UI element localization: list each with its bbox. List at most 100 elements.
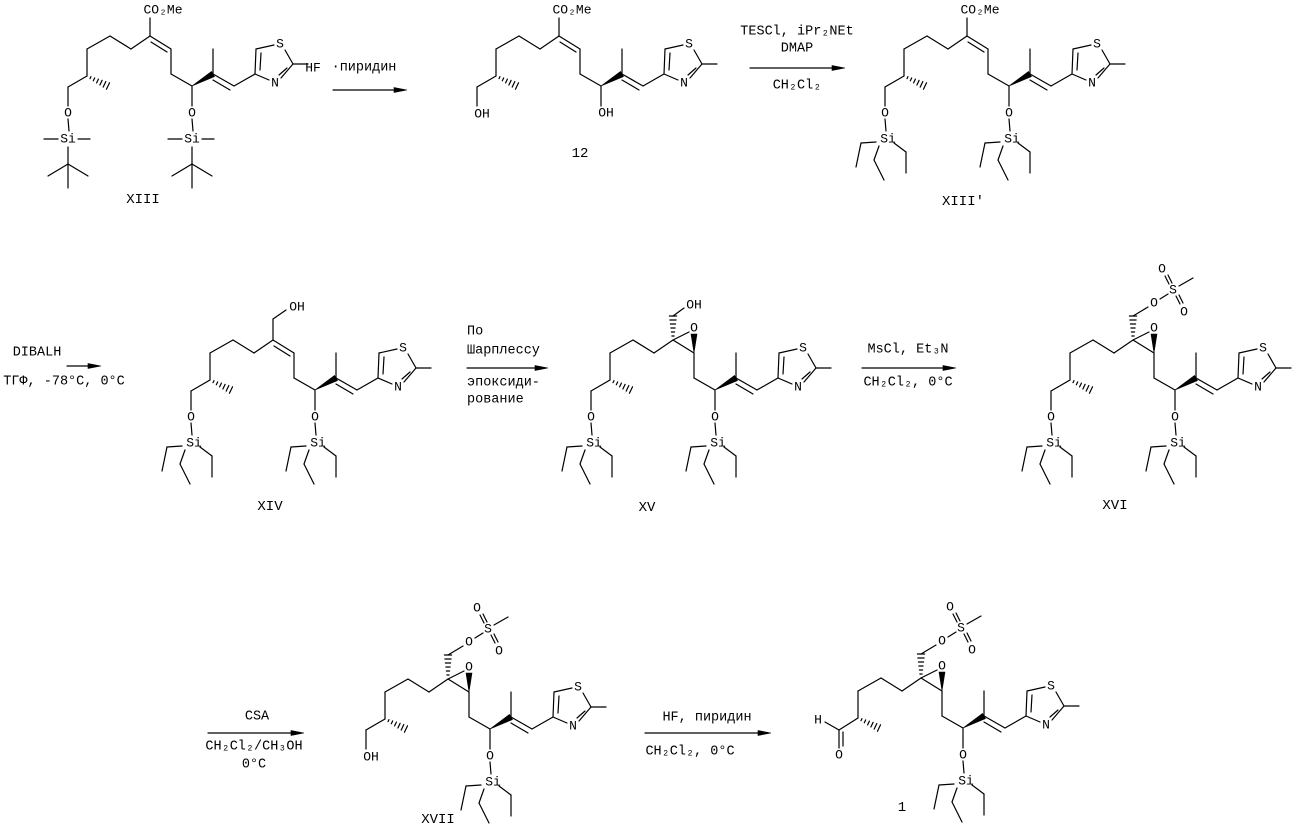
bond bbox=[383, 357, 384, 374]
bond bbox=[1238, 353, 1239, 378]
bond bbox=[998, 146, 1003, 160]
wedge-bond bbox=[1175, 375, 1197, 390]
bond bbox=[1179, 295, 1183, 303]
bond bbox=[856, 143, 861, 167]
bond bbox=[808, 354, 816, 368]
silicon-atom: Si bbox=[1004, 132, 1020, 147]
bond bbox=[469, 717, 490, 729]
oxygen-atom: O bbox=[1180, 305, 1188, 320]
ester-group: CO₂Me bbox=[960, 3, 999, 18]
oxygen-atom: O bbox=[959, 748, 967, 763]
methyl-bond bbox=[494, 617, 508, 625]
bond bbox=[519, 36, 540, 49]
hash-bond bbox=[1080, 383, 1082, 387]
bond bbox=[902, 678, 921, 691]
bond bbox=[260, 53, 261, 70]
wedge-bond bbox=[601, 71, 623, 86]
bond bbox=[953, 614, 957, 622]
bond bbox=[654, 340, 673, 353]
bond bbox=[68, 164, 88, 176]
bond bbox=[1133, 307, 1148, 316]
bond bbox=[1184, 447, 1196, 456]
step4-below1: эпоксиди- bbox=[467, 376, 540, 391]
nitrogen-atom: N bbox=[1042, 718, 1050, 733]
sulfur-atom: S bbox=[574, 680, 582, 695]
hash-bond bbox=[226, 386, 229, 392]
bond bbox=[1040, 464, 1050, 484]
step2-reagent-line1: TESCl, iPr₂NEt bbox=[740, 25, 853, 40]
bond bbox=[1238, 378, 1252, 384]
bond bbox=[273, 310, 286, 319]
epoxide-oxygen: O bbox=[1150, 321, 1158, 336]
silicon-atom: Si bbox=[60, 132, 76, 147]
sulfur-atom: S bbox=[1169, 283, 1177, 298]
step7-reagent: HF, пиридин bbox=[662, 711, 751, 726]
bond bbox=[191, 380, 210, 391]
bond bbox=[622, 74, 643, 86]
bond bbox=[963, 761, 964, 773]
bond bbox=[778, 378, 792, 384]
bond bbox=[736, 378, 757, 390]
hash-bond bbox=[923, 83, 926, 90]
bond bbox=[736, 384, 753, 394]
hash-bond bbox=[626, 386, 629, 392]
bond bbox=[600, 447, 612, 456]
bond bbox=[664, 74, 678, 80]
hash-bond bbox=[1073, 381, 1074, 383]
hash-bond bbox=[515, 83, 518, 90]
hash-bond bbox=[868, 721, 870, 725]
bond bbox=[479, 789, 484, 803]
silicon-atom: Si bbox=[485, 775, 501, 790]
bond bbox=[1018, 143, 1030, 152]
bond bbox=[1027, 446, 1042, 447]
oxygen-atom: O bbox=[1158, 262, 1166, 277]
bond bbox=[285, 50, 293, 64]
hash-bond bbox=[864, 720, 865, 723]
step6-solvent: CH₂Cl₂/CH₃OH bbox=[205, 740, 302, 755]
silicon-atom: Si bbox=[186, 436, 202, 451]
bond bbox=[665, 45, 683, 49]
oxygen-atom: O bbox=[1150, 296, 1158, 311]
bond bbox=[1102, 50, 1110, 64]
sulfur-atom: S bbox=[1259, 341, 1267, 356]
bond bbox=[1009, 119, 1010, 131]
bond bbox=[553, 692, 554, 717]
bond bbox=[567, 446, 582, 447]
wedge-bond bbox=[315, 375, 337, 390]
bond bbox=[998, 160, 1008, 180]
bond bbox=[234, 74, 255, 86]
epoxide-oxygen: O bbox=[690, 321, 698, 336]
methyl-bond bbox=[1179, 278, 1193, 286]
bond bbox=[1073, 45, 1091, 49]
bond bbox=[673, 308, 684, 316]
bond bbox=[1165, 276, 1169, 284]
hash-bond bbox=[1076, 382, 1077, 385]
bond bbox=[448, 679, 469, 692]
molecule-c12: SNOHOHCO₂Me bbox=[474, 3, 717, 122]
reaction-arrow bbox=[750, 66, 845, 71]
silicon-atom: Si bbox=[1046, 436, 1062, 451]
step2-reagent-line2: DMAP bbox=[781, 42, 813, 57]
silicon-atom: Si bbox=[958, 774, 974, 789]
bond bbox=[1175, 423, 1176, 435]
silicon-atom: Si bbox=[310, 436, 326, 451]
arrow-head bbox=[291, 731, 304, 736]
bond bbox=[479, 803, 489, 823]
bond bbox=[274, 346, 290, 356]
step5-conditions: CH₂Cl₂, 0°C bbox=[863, 376, 952, 391]
bond bbox=[304, 464, 314, 484]
bond bbox=[643, 74, 664, 86]
oxygen-atom: O bbox=[881, 106, 889, 121]
bond bbox=[172, 164, 192, 176]
bond bbox=[1072, 74, 1086, 80]
bond bbox=[294, 378, 315, 390]
bond bbox=[715, 423, 716, 435]
bond bbox=[304, 450, 309, 464]
molecule-XVI: SNOSiOSiOOSOO bbox=[1022, 262, 1291, 485]
bond bbox=[948, 632, 956, 637]
bond bbox=[1133, 340, 1154, 353]
bond bbox=[927, 36, 948, 49]
hash-bond bbox=[616, 382, 617, 385]
oxygen-atom: O bbox=[473, 601, 481, 616]
bond bbox=[255, 49, 256, 74]
